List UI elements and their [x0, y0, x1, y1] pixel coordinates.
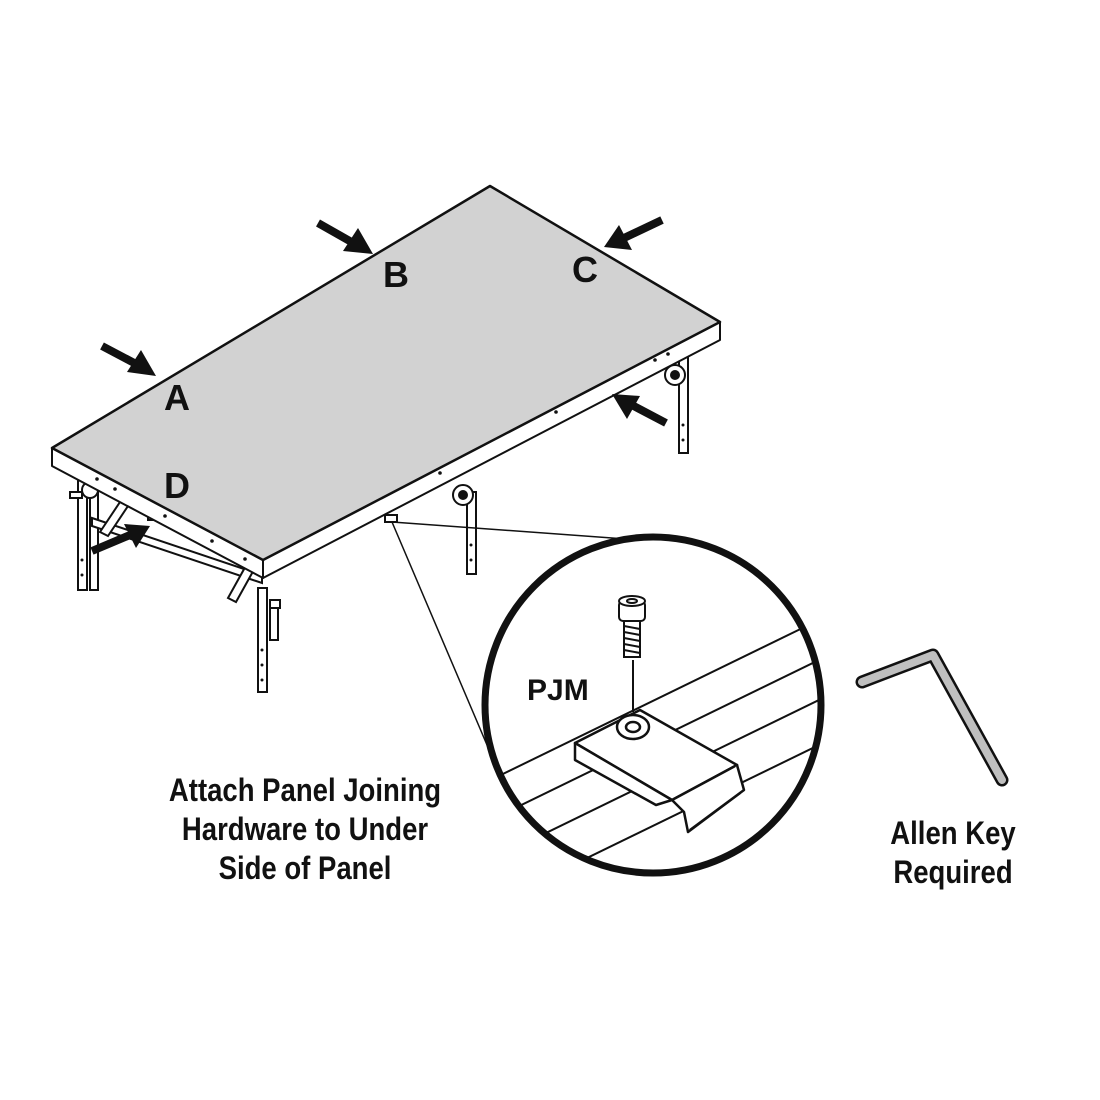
- instruction-caption: Attach Panel Joining Hardware to Under S…: [124, 771, 485, 888]
- point-label-d: D: [164, 465, 190, 506]
- callout-lines: [391, 521, 641, 753]
- pjm-clip: [573, 708, 746, 834]
- instruction-line-3: Side of Panel: [218, 850, 392, 886]
- panel-top: [50, 184, 722, 562]
- arrow-c: [604, 216, 664, 250]
- arrow-d: [90, 524, 150, 555]
- arrow-right-bracket: [612, 394, 668, 427]
- tool-line-2: Required: [893, 854, 1013, 890]
- point-label-c: C: [572, 249, 598, 290]
- edge-holes: [95, 352, 670, 561]
- detail-circle: [481, 533, 825, 877]
- point-label-a: A: [164, 377, 190, 418]
- pjm-label: PJM: [527, 674, 589, 707]
- instruction-line-2: Hardware to Under: [181, 811, 429, 847]
- arrow-a: [100, 342, 156, 376]
- allen-key-icon: [855, 648, 1009, 787]
- tool-caption: Allen Key Required: [854, 814, 1052, 892]
- nut: [615, 713, 651, 741]
- socket-screw: [618, 595, 646, 658]
- leg-details: [80, 423, 685, 682]
- tool-line-1: Allen Key: [890, 815, 1016, 851]
- stage-panel: [50, 184, 722, 693]
- point-label-b: B: [383, 254, 409, 295]
- pointer-arrows: [90, 216, 668, 555]
- instruction-line-1: Attach Panel Joining: [168, 772, 442, 808]
- arrow-b: [316, 219, 373, 254]
